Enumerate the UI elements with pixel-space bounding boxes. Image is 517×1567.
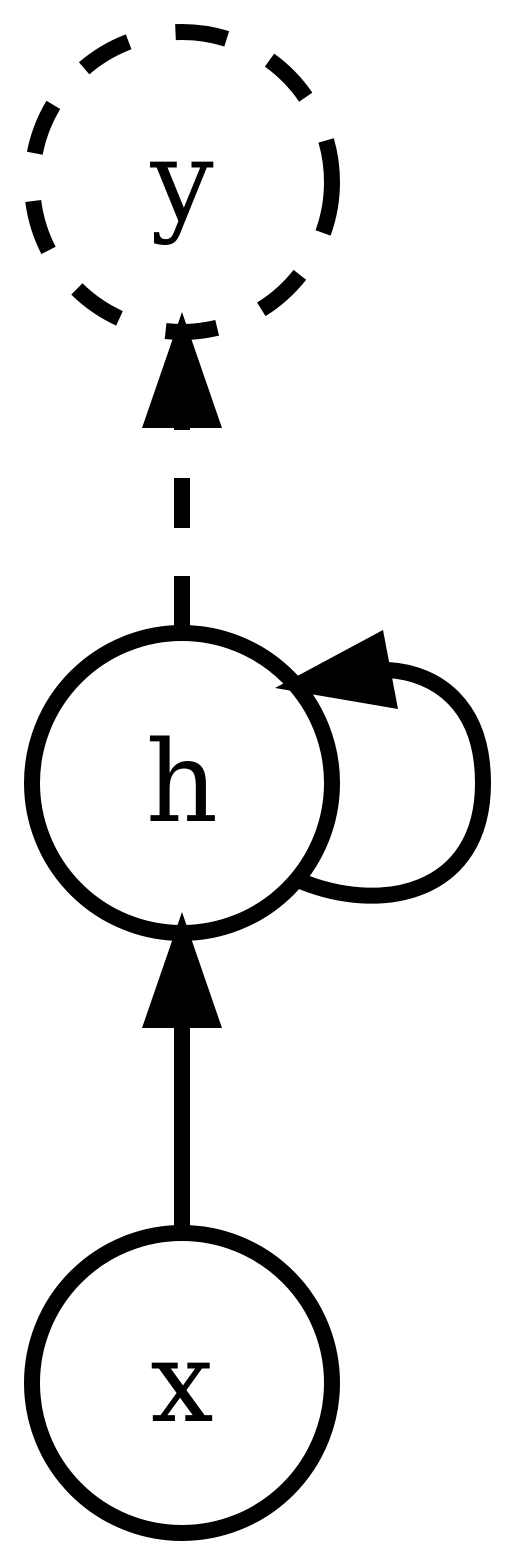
edge-x-to-h — [142, 912, 222, 1226]
node-y: y — [24, 24, 340, 340]
node-h-label: h — [146, 718, 218, 848]
edge-h-self-loop — [275, 630, 492, 904]
node-x-circle — [24, 1225, 340, 1541]
node-y-label: y — [149, 117, 213, 247]
edge-h-to-y — [142, 312, 222, 626]
edge-x-to-h-arrowhead — [142, 912, 222, 1028]
edge-h-to-y-arrowhead — [142, 312, 222, 428]
edge-h-self-loop-arrowhead — [275, 630, 398, 709]
node-x: x — [24, 1225, 340, 1541]
edge-h-self-loop-path — [294, 662, 492, 904]
node-h: h — [24, 625, 340, 941]
node-x-label: x — [150, 1318, 213, 1448]
